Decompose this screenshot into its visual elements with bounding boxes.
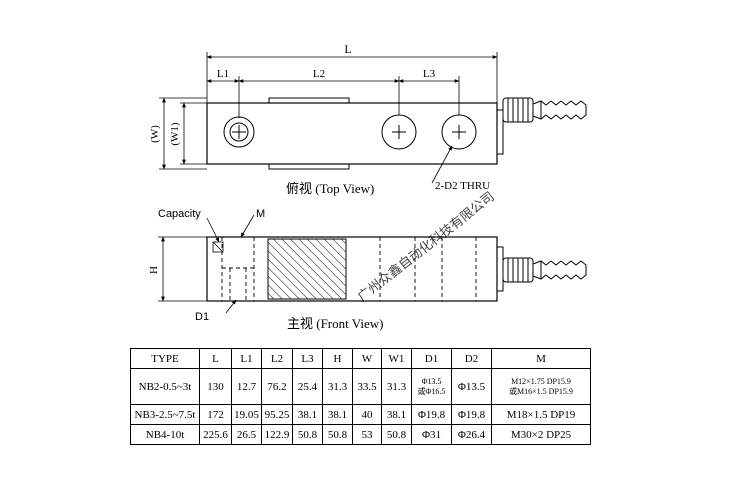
front-view-caption: 主视 (Front View): [287, 316, 383, 331]
cell-L3: 38.1: [292, 404, 323, 425]
cell-L: 225.6: [199, 424, 232, 445]
front-view-labels: Capacity M H D1 主视 (Front View): [148, 208, 383, 331]
cell-L: 130: [199, 368, 232, 405]
hole-note-label: 2-D2 THRU: [435, 180, 490, 192]
col-header: W1: [381, 348, 412, 369]
cell-M-line2: 或M16×1.5 DP15.9: [509, 386, 573, 396]
spec-table-header-row: TYPE L L1 L2 L3 H W W1 D1 D2 M: [130, 348, 591, 369]
top-view-labels: L L1 L2 L3 (W) (W1) 2-D2 THRU 俯视 (Top Vi…: [149, 42, 490, 196]
dim-W-label: (W): [149, 125, 161, 143]
dim-L1-label: L1: [217, 68, 229, 80]
gauge-pocket: [267, 238, 347, 300]
cell-D2: Φ26.4: [451, 424, 492, 445]
cell-L1: 26.5: [231, 424, 262, 445]
cell-L3: 50.8: [292, 424, 323, 445]
dim-L2-label: L2: [313, 68, 325, 80]
front-view-body: [206, 236, 498, 302]
cell-L: 172: [199, 404, 232, 425]
dim-H-label: H: [148, 266, 160, 274]
cell-L1: 19.05: [231, 404, 262, 425]
cell-D1: Φ19.8: [411, 404, 452, 425]
cable-connector-front: [496, 246, 587, 292]
cell-W1: 31.3: [381, 368, 412, 405]
dim-W1-label: (W1): [169, 122, 181, 146]
capacity-label: Capacity: [158, 208, 201, 220]
cell-W1: 50.8: [381, 424, 412, 445]
m-label: M: [256, 208, 265, 220]
cell-D2: Φ19.8: [451, 404, 492, 425]
table-row: NB3-2.5~7.5t 172 19.05 95.25 38.1 38.1 4…: [130, 404, 591, 425]
front-view: [158, 214, 587, 314]
cell-type: NB3-2.5~7.5t: [130, 404, 200, 425]
cable-connector-top: [496, 97, 587, 155]
cell-D1: Φ13.5 或Φ16.5: [411, 368, 452, 405]
cell-L2: 95.25: [261, 404, 293, 425]
col-header: D1: [411, 348, 452, 369]
table-row: NB2-0.5~3t 130 12.7 76.2 25.4 31.3 33.5 …: [130, 368, 591, 405]
cell-D1-line2: 或Φ16.5: [417, 386, 446, 396]
cell-H: 38.1: [322, 404, 353, 425]
col-header: TYPE: [130, 348, 200, 369]
col-header: L2: [261, 348, 293, 369]
cell-L3: 25.4: [292, 368, 323, 405]
dim-L-label: L: [344, 42, 351, 56]
top-view-body: [206, 102, 498, 165]
col-header: M: [491, 348, 591, 369]
spec-table: TYPE L L1 L2 L3 H W W1 D1 D2 M NB2-0.5~3…: [130, 348, 591, 445]
d1-label: D1: [195, 311, 209, 323]
top-view-gauge-strip: [268, 97, 350, 104]
table-row: NB4-10t 225.6 26.5 122.9 50.8 50.8 53 50…: [130, 424, 591, 445]
top-view-caption: 俯视 (Top View): [286, 181, 374, 196]
cell-type: NB4-10t: [130, 424, 200, 445]
cell-L2: 122.9: [261, 424, 293, 445]
col-header: D2: [451, 348, 492, 369]
dim-L3-label: L3: [423, 68, 436, 80]
cell-H: 31.3: [322, 368, 353, 405]
col-header: W: [352, 348, 382, 369]
cell-type: NB2-0.5~3t: [130, 368, 200, 405]
col-header: L3: [292, 348, 323, 369]
col-header: L1: [231, 348, 262, 369]
cell-W: 40: [352, 404, 382, 425]
cell-W: 53: [352, 424, 382, 445]
cell-W: 33.5: [352, 368, 382, 405]
cell-M: M30×2 DP25: [491, 424, 591, 445]
cell-L2: 76.2: [261, 368, 293, 405]
cell-D2: Φ13.5: [451, 368, 492, 405]
cell-H: 50.8: [322, 424, 353, 445]
cell-M: M12×1.75 DP15.9 或M16×1.5 DP15.9: [491, 368, 591, 405]
cell-M-line1: M12×1.75 DP15.9: [511, 376, 571, 386]
cell-D1-line1: Φ13.5: [421, 376, 442, 386]
cell-L1: 12.7: [231, 368, 262, 405]
cell-W1: 38.1: [381, 404, 412, 425]
col-header: H: [322, 348, 353, 369]
cell-M: M18×1.5 DP19: [491, 404, 591, 425]
top-view: [159, 52, 587, 184]
cell-D1: Φ31: [411, 424, 452, 445]
col-header: L: [199, 348, 232, 369]
